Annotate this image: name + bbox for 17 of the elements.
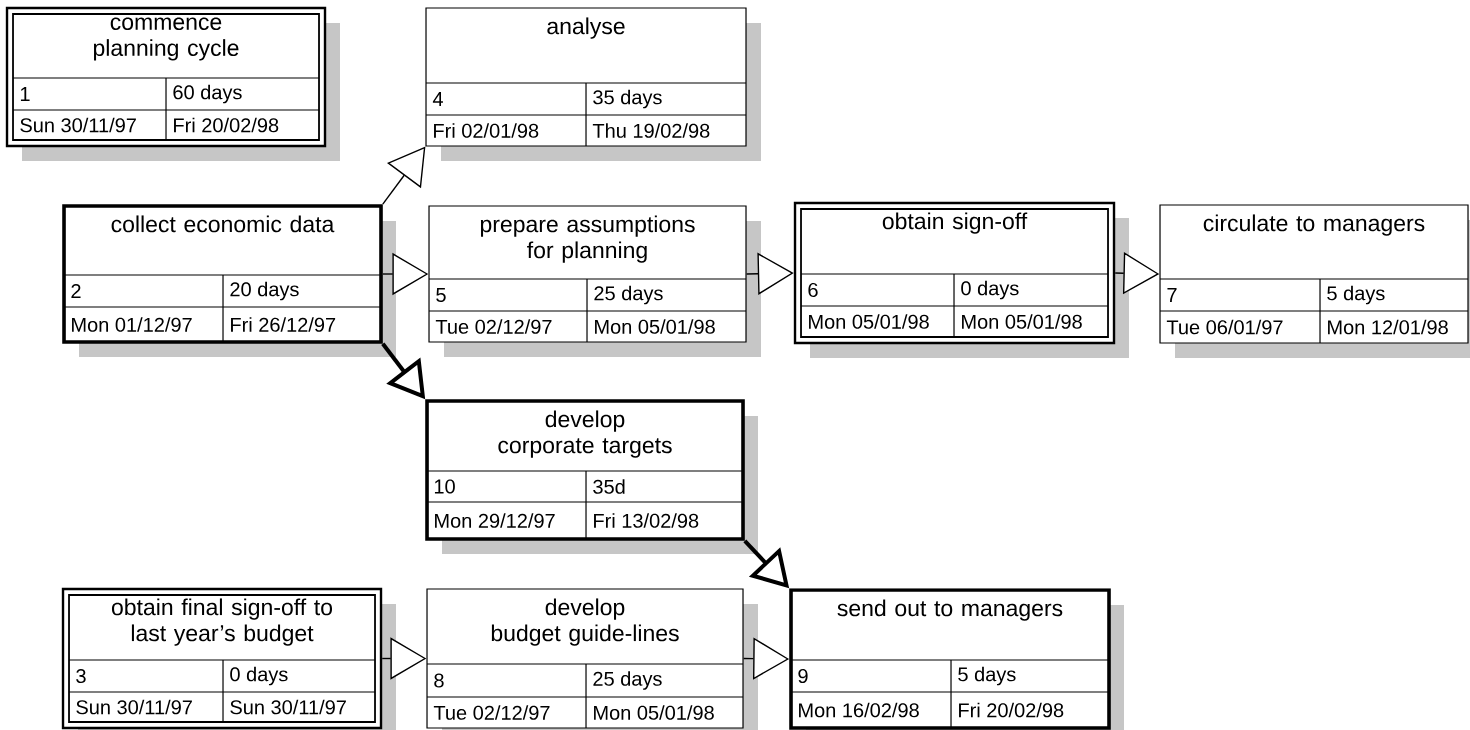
node-label: 8	[434, 673, 444, 688]
task-box: develop corporate targets 10 35d Mon 29/12/97 Fri 13/02/98	[425, 399, 758, 554]
node-label: 2	[71, 284, 81, 298]
task-box: develop budget guide-lines 8 25 days Tue 02/12/97 Mon 05/01/98	[426, 588, 758, 730]
task-box: obtain sign-off 6 0 days Mon 05/01/98 Mon 05/01/98	[793, 201, 1129, 358]
task-box: circulate to managers 7 5 days Tue 06/01/97 Mon 12/01/98	[1159, 204, 1470, 358]
node-label: 9	[798, 668, 808, 684]
node-label: 5	[436, 288, 446, 302]
arrow	[745, 252, 794, 295]
node-label: 4	[432, 92, 443, 106]
task-box: send out to managers 9 5 days Mon 16/02/98 Fri 20/02/98	[789, 588, 1124, 730]
node-label: 7	[1167, 288, 1177, 302]
task-box: prepare assumptions for planning 5 25 days Tue 02/12/97 Mon 05/01/98	[428, 205, 761, 357]
task-box: obtain final sign-off to last year’s budget 3 0 days Sun 30/11/97 Sun 30/11/97	[61, 587, 396, 730]
task-box: collect economic data 2 20 days Mon 01/12/97 Fri 26/12/97	[62, 204, 396, 357]
task-box: analyse 4 35 days Fri 02/01/98 Thu 19/02/98	[425, 7, 761, 161]
task-box: commence planning cycle 1 60 days Sun 30/11/97 Fri 20/02/98	[5, 6, 340, 161]
